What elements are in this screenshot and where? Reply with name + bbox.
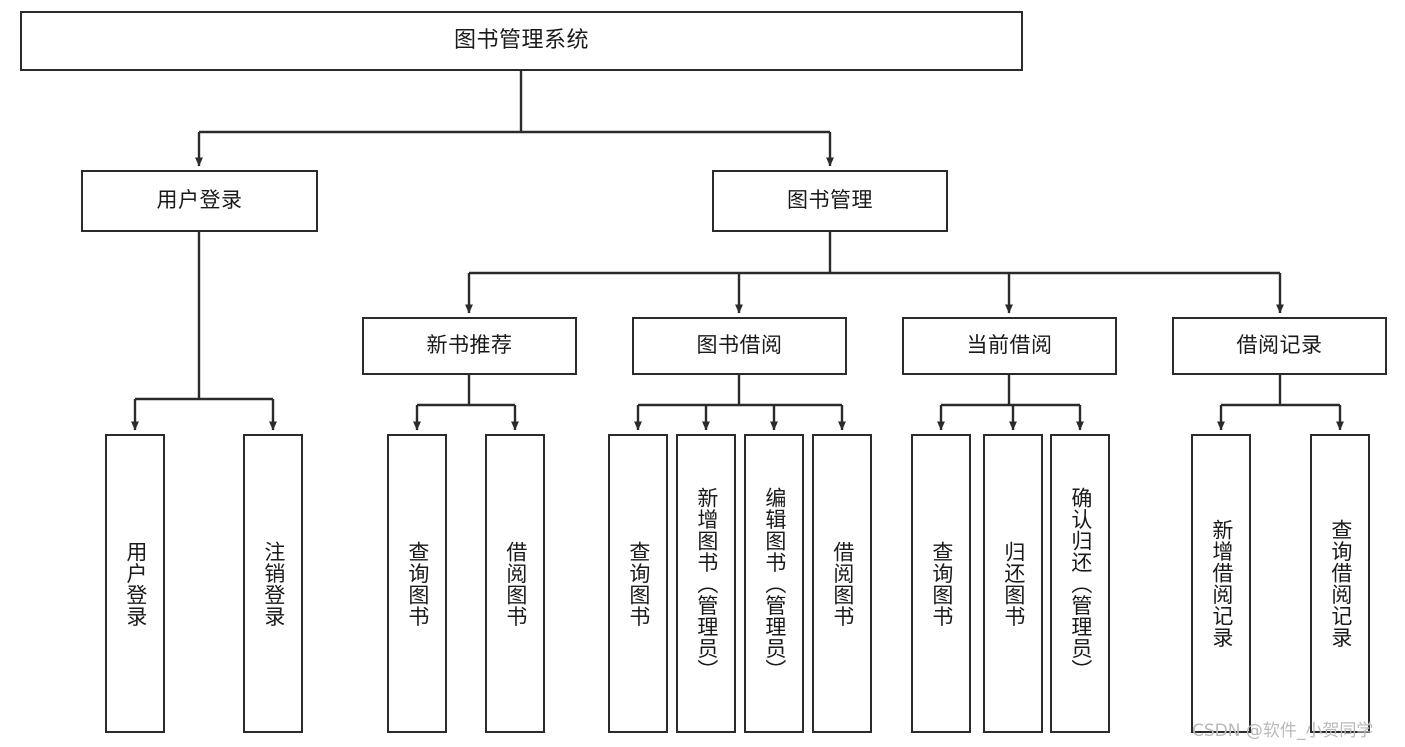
node-leaf-add-book-admin[interactable]: 新增图书（管理员）: [676, 434, 736, 733]
node-label: 图书管理系统: [453, 27, 589, 53]
node-label: 查询图书: [929, 540, 954, 627]
node-label: 借阅图书: [830, 540, 855, 627]
node-leaf-query-book-rec[interactable]: 查询图书: [387, 434, 447, 733]
node-label: 图书管理: [787, 188, 873, 213]
node-root-system[interactable]: 图书管理系统: [20, 11, 1023, 71]
node-label: 归还图书: [1001, 540, 1026, 627]
node-label: 新书推荐: [426, 333, 513, 358]
node-leaf-query-borrow-record[interactable]: 查询借阅记录: [1310, 434, 1370, 733]
node-leaf-query-book-borrow[interactable]: 查询图书: [608, 434, 668, 733]
node-book-borrow[interactable]: 图书借阅: [632, 317, 847, 375]
node-label: 用户登录: [156, 188, 243, 213]
node-leaf-confirm-return-admin[interactable]: 确认归还（管理员）: [1050, 434, 1110, 733]
node-leaf-borrow-book-rec[interactable]: 借阅图书: [485, 434, 545, 733]
node-label: 新增图书（管理员）: [694, 486, 719, 681]
node-leaf-add-borrow-record[interactable]: 新增借阅记录: [1191, 434, 1251, 733]
node-label: 查询图书: [405, 540, 430, 627]
node-new-book-recommend[interactable]: 新书推荐: [362, 317, 577, 375]
node-leaf-edit-book-admin[interactable]: 编辑图书（管理员）: [744, 434, 804, 733]
node-label: 用户登录: [123, 540, 148, 627]
node-label: 借阅图书: [503, 540, 528, 627]
node-label: 编辑图书（管理员）: [762, 486, 787, 681]
node-label: 图书借阅: [696, 333, 783, 358]
node-borrow-record[interactable]: 借阅记录: [1172, 317, 1387, 375]
node-leaf-user-login[interactable]: 用户登录: [105, 434, 165, 733]
node-leaf-logout-login[interactable]: 注销登录: [243, 434, 303, 733]
node-label: 新增借阅记录: [1209, 519, 1234, 648]
node-label: 查询借阅记录: [1328, 519, 1353, 648]
node-leaf-borrow-book[interactable]: 借阅图书: [812, 434, 872, 733]
node-book-manage[interactable]: 图书管理: [712, 170, 948, 232]
node-label: 注销登录: [261, 540, 286, 627]
node-label: 确认归还（管理员）: [1068, 486, 1093, 681]
node-leaf-return-book[interactable]: 归还图书: [983, 434, 1043, 733]
node-user-login[interactable]: 用户登录: [81, 170, 318, 232]
node-current-borrow[interactable]: 当前借阅: [902, 317, 1117, 375]
node-label: 查询图书: [626, 540, 651, 627]
node-label: 当前借阅: [966, 333, 1053, 358]
node-label: 借阅记录: [1236, 333, 1323, 358]
node-leaf-query-book-current[interactable]: 查询图书: [911, 434, 971, 733]
